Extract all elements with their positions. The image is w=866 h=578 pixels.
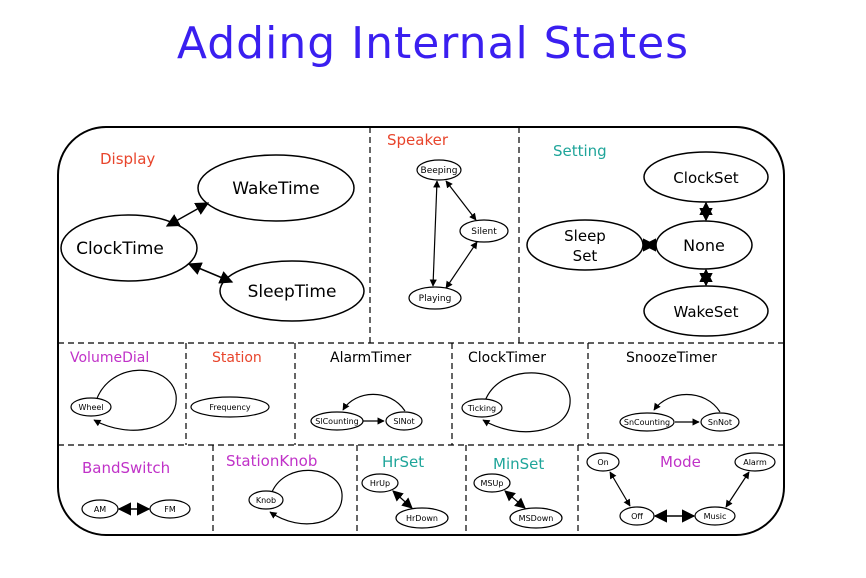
section-label-alarm-timer: AlarmTimer [330,350,411,366]
state-label-ms-up: MSUp [481,479,504,488]
state-label-sl-counting: SlCounting [315,417,358,426]
state-label-fm: FM [164,505,176,514]
state-label-wheel: Wheel [78,403,103,412]
state-label-sn-counting: SnCounting [624,418,670,427]
state-label-playing: Playing [419,294,452,304]
state-label-sleep-time: SleepTime [248,282,337,302]
section-hr-set: HrSet HrUp HrDown [361,453,449,529]
section-setting: Setting ClockSet Sleep Set None WakeSet [526,142,769,337]
state-label-sleep-set-2: Set [573,247,598,265]
state-hr-down [395,507,449,529]
transition-clock-sleep [187,262,234,284]
state-on [586,452,620,472]
state-label-knob: Knob [256,496,276,505]
state-alarm [734,452,776,472]
page-title: Adding Internal States [176,18,690,69]
state-label-wake-set: WakeSet [673,303,738,321]
section-label-setting: Setting [553,142,607,160]
transition-knob-loop [269,469,343,525]
state-ticking [461,398,503,418]
transition-msup-msdown [504,490,526,509]
state-label-wake-time: WakeTime [232,179,319,199]
section-alarm-timer: AlarmTimer SlCounting SlNot [310,350,423,431]
state-frequency [190,396,270,418]
state-label-clock-time: ClockTime [76,239,164,259]
state-label-off: Off [631,512,643,521]
transition-beeping-playing [429,180,441,287]
state-silent [459,219,509,243]
section-label-min-set: MinSet [493,455,544,473]
section-volume-dial: VolumeDial Wheel [70,350,177,431]
state-label-on: On [597,458,608,467]
state-wheel [70,397,112,417]
state-clock-time [60,214,198,282]
state-label-frequency: Frequency [209,403,251,412]
state-label-clock-set: ClockSet [673,169,739,187]
section-label-clock-timer: ClockTimer [468,350,546,366]
section-label-band-switch: BandSwitch [82,459,170,477]
state-sleep-time [219,260,365,322]
state-label-ms-down: MSDown [519,514,554,523]
state-playing [408,286,462,310]
state-label-none: None [683,236,725,255]
state-knob [248,490,284,510]
transition-clock-wake [165,202,210,227]
transition-wheel-loop [93,369,177,431]
outer-frame [57,126,785,536]
section-label-display: Display [100,150,155,168]
state-label-silent: Silent [471,227,497,237]
section-mode: Mode On Alarm Off Music [586,452,776,526]
state-ms-down [509,507,563,529]
section-clock-timer: ClockTimer Ticking [461,350,571,433]
section-label-hr-set: HrSet [382,453,424,471]
transition-beeping-silent [445,180,477,221]
section-dividers [58,127,784,535]
transition-alarm-not-counting [342,393,406,412]
state-hr-up [361,473,399,493]
state-label-beeping: Beeping [421,166,458,176]
section-min-set: MinSet MSUp MSDown [473,455,563,529]
section-snooze-timer: SnoozeTimer SnCounting SnNot [619,350,740,432]
state-wake-time [197,154,355,222]
state-label-sl-not: SlNot [393,417,414,426]
section-label-station-knob: StationKnob [226,452,317,470]
state-sl-not [385,411,423,431]
transition-snooze-not-counting [653,393,721,413]
state-label-sleep-set-1: Sleep [564,227,606,245]
section-label-snooze-timer: SnoozeTimer [626,350,717,366]
state-sn-not [700,412,740,432]
section-label-station: Station [212,350,262,366]
state-label-am: AM [94,505,106,514]
state-ms-up [473,473,511,493]
state-label-music: Music [704,512,727,521]
state-sl-counting [310,411,364,431]
state-beeping [416,159,462,181]
state-label-hr-down: HrDown [406,514,438,523]
section-band-switch: BandSwitch AM FM [81,459,191,519]
state-sn-counting [619,412,675,432]
state-label-hr-up: HrUp [370,479,390,488]
transition-on-off [609,471,631,507]
state-label-sn-not: SnNot [708,418,732,427]
section-station: Station Frequency [190,350,270,418]
state-label-ticking: Ticking [467,404,496,413]
transition-music-alarm [725,471,750,508]
transition-ticking-loop [482,372,571,433]
section-label-volume-dial: VolumeDial [70,350,149,366]
state-label-alarm: Alarm [743,458,767,467]
section-speaker: Speaker Beeping Silent Playing [387,131,509,310]
transition-hrup-hrdown [392,490,413,509]
section-label-speaker: Speaker [387,131,449,149]
section-label-mode: Mode [660,453,701,471]
transition-silent-playing [445,241,478,289]
section-display: Display WakeTime ClockTime SleepTime [60,150,365,322]
section-station-knob: StationKnob Knob [226,452,343,525]
